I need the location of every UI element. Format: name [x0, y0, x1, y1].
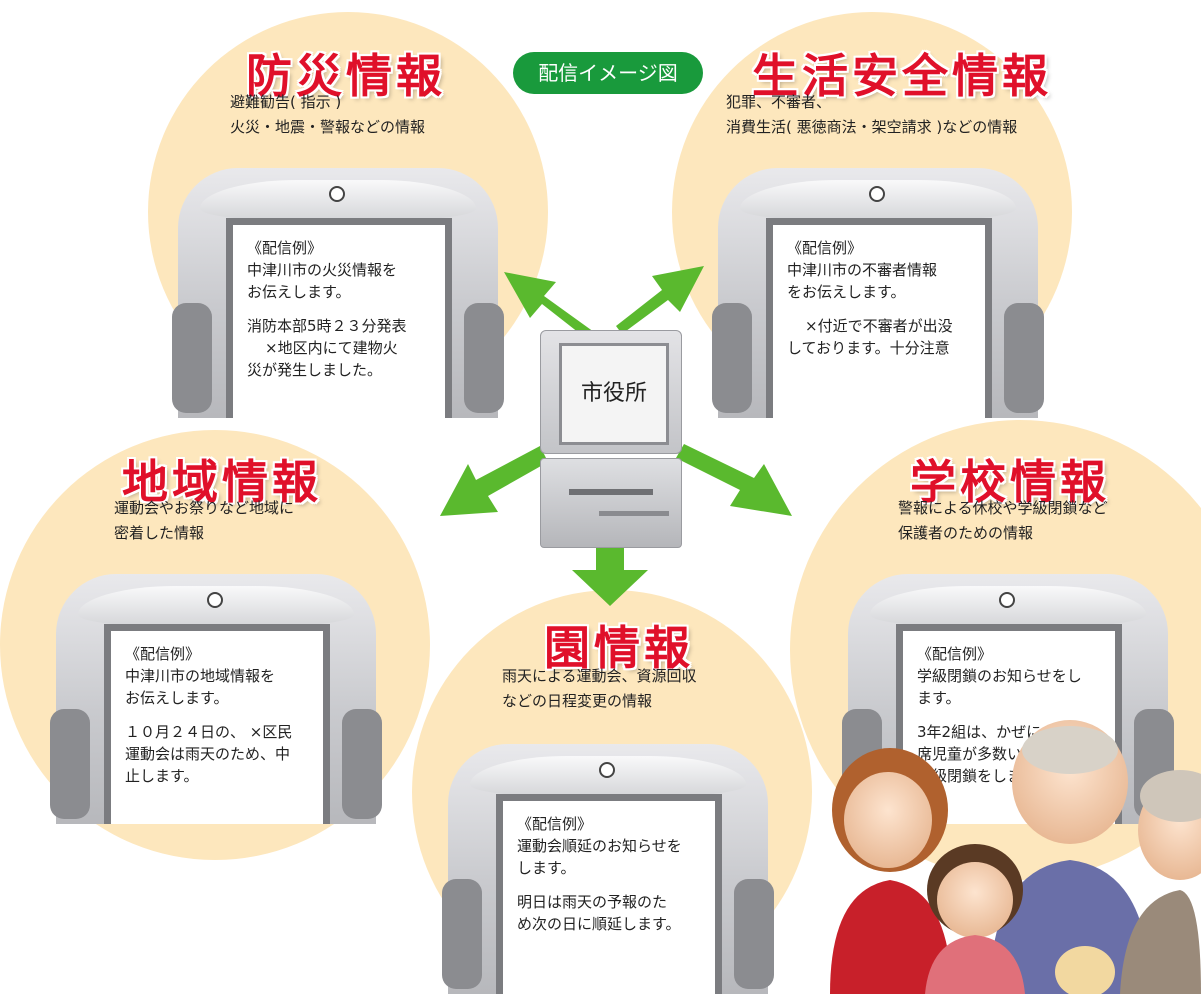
camera-icon	[999, 592, 1015, 608]
title-bousai: 防災情報	[246, 49, 446, 103]
title-chiiki: 地域情報	[122, 455, 322, 509]
phone-seikatsu: 《配信例》 中津川市の不審者情報をお伝えします。 ×付近で不審者が出没 しており…	[712, 168, 1044, 418]
diagram-badge: 配信イメージ図	[513, 52, 703, 94]
arrow-to-gakkou	[676, 444, 792, 516]
center-label: 市役所	[559, 343, 669, 445]
camera-icon	[329, 186, 345, 202]
desc-seikatsu: 犯罪、不審者、消費生活( 悪徳商法・架空請求 )などの情報	[726, 93, 1018, 136]
family-illustration	[830, 720, 1201, 994]
title-gakkou: 学校情報	[910, 455, 1110, 509]
screen-seikatsu: 《配信例》 中津川市の不審者情報をお伝えします。 ×付近で不審者が出没 しており…	[773, 225, 985, 418]
desc-bousai: 避難勧告( 指示 )火災・地震・警報などの情報	[230, 93, 426, 136]
city-hall-computer: 市役所	[540, 330, 682, 548]
screen-en: 《配信例》 運動会順延のお知らせをします。 明日は雨天の予報のた め次の日に順延…	[503, 801, 715, 994]
camera-icon	[599, 762, 615, 778]
camera-icon	[869, 186, 885, 202]
arrow-to-chiiki	[440, 446, 548, 516]
arrow-to-bousai	[504, 272, 594, 340]
phone-bousai: 《配信例》 中津川市の火災情報をお伝えします。 消防本部5時２３分発表 ×地区内…	[172, 168, 504, 418]
phone-en: 《配信例》 運動会順延のお知らせをします。 明日は雨天の予報のた め次の日に順延…	[442, 744, 774, 994]
desc-en: 雨天による運動会、資源回収などの日程変更の情報	[502, 667, 697, 710]
phone-chiiki: 《配信例》 中津川市の地域情報をお伝えします。 １０月２４日の、 ×区民 運動会…	[50, 574, 382, 824]
desc-gakkou: 警報による休校や学級閉鎖など保護者のための情報	[898, 499, 1108, 542]
camera-icon	[207, 592, 223, 608]
title-en: 園情報	[544, 621, 694, 675]
arrow-to-en	[572, 544, 648, 606]
desc-chiiki: 運動会やお祭りなど地域に密着した情報	[114, 499, 295, 542]
arrow-to-seikatsu	[616, 266, 704, 334]
screen-chiiki: 《配信例》 中津川市の地域情報をお伝えします。 １０月２４日の、 ×区民 運動会…	[111, 631, 323, 824]
title-seikatsu: 生活安全情報	[752, 49, 1052, 103]
screen-bousai: 《配信例》 中津川市の火災情報をお伝えします。 消防本部5時２３分発表 ×地区内…	[233, 225, 445, 418]
